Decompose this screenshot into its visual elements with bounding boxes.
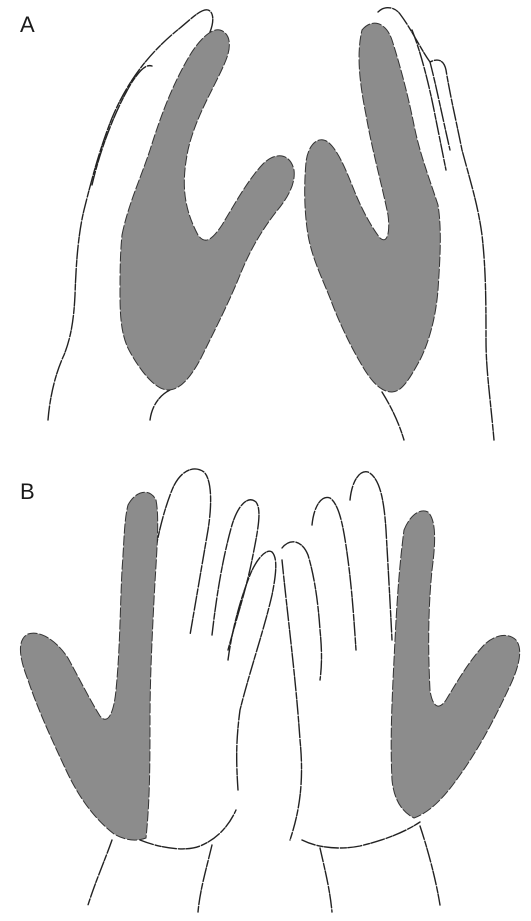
left-palm-shaded-area xyxy=(20,492,157,840)
right-hand-wrist-line xyxy=(382,392,404,440)
right-palm-finger-middle xyxy=(350,472,392,640)
left-palm-bottom xyxy=(140,810,236,849)
right-palm-shaded-area xyxy=(391,511,520,818)
panel-b-drawing xyxy=(20,469,519,912)
left-palm-finger-ring xyxy=(212,500,259,650)
right-hand-shaded-area xyxy=(305,23,441,392)
left-palm-finger-middle xyxy=(150,469,211,635)
left-palm-finger-little xyxy=(228,551,276,790)
left-hand-shaded-area xyxy=(120,30,294,390)
right-palm-inner-edge xyxy=(282,560,302,840)
right-palm-finger-ring xyxy=(312,497,356,650)
panel-b-left-hand xyxy=(20,469,275,912)
panel-a-left-hand xyxy=(48,10,294,420)
right-palm-bottom xyxy=(302,822,420,848)
right-palm-wrist-2 xyxy=(420,826,440,905)
left-hand-wrist-line xyxy=(150,390,170,420)
left-palm-wrist-2 xyxy=(198,845,212,912)
panel-a-drawing xyxy=(48,8,494,440)
right-palm-wrist-1 xyxy=(320,848,332,912)
left-palm-wrist-1 xyxy=(88,840,112,905)
panel-b-right-hand xyxy=(282,472,520,912)
left-hand-finger-line xyxy=(92,66,152,185)
panel-a-right-hand xyxy=(305,8,494,440)
